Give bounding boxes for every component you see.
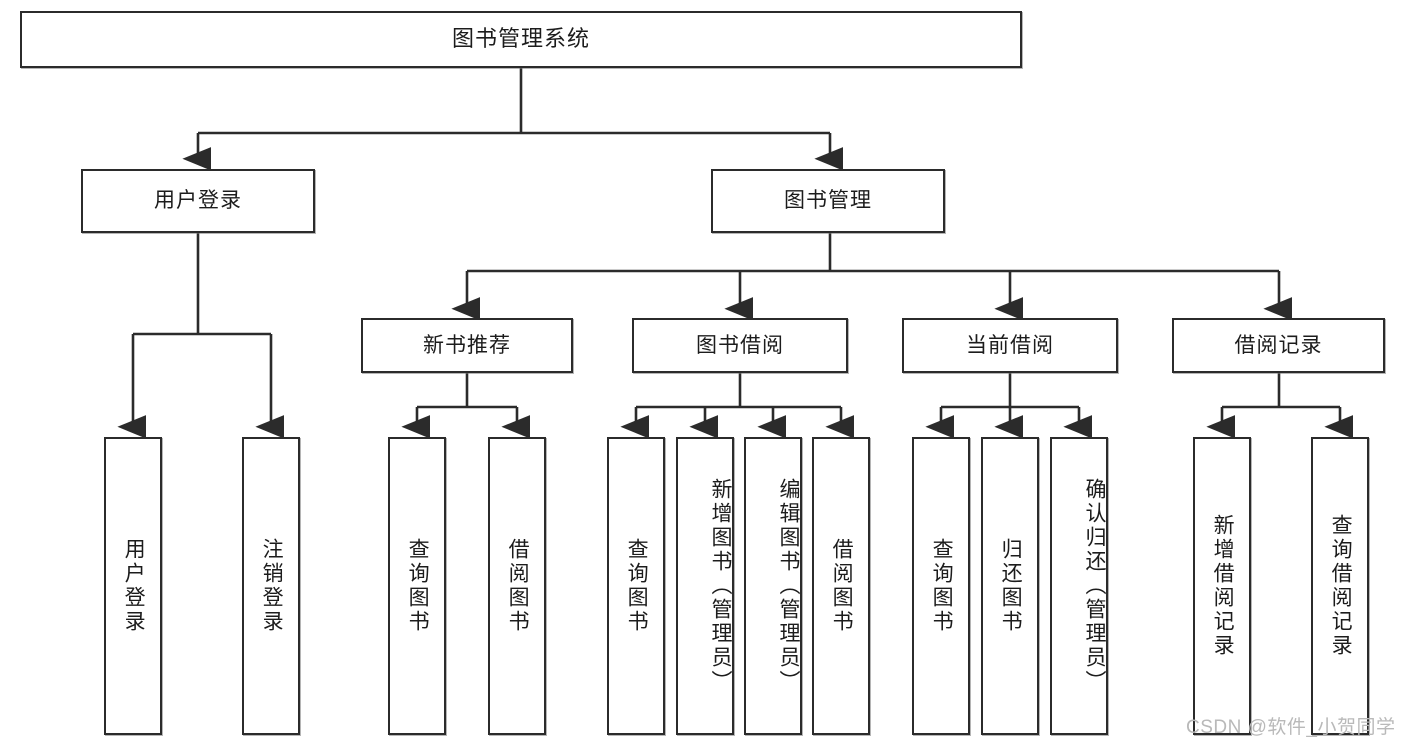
leaf-query-book-borrow[interactable]: 查询图书 [607, 437, 665, 735]
node-label: 确认归还（管理员） [1083, 478, 1106, 694]
node-label: 新增图书（管理员） [709, 478, 732, 694]
node-label: 借阅图书 [830, 538, 854, 634]
leaf-logout[interactable]: 注销登录 [242, 437, 300, 735]
node-label: 借阅图书 [506, 538, 530, 634]
leaf-borrow-book-recommend[interactable]: 借阅图书 [488, 437, 546, 735]
node-label: 用户登录 [154, 189, 242, 213]
leaf-add-borrow-record[interactable]: 新增借阅记录 [1193, 437, 1251, 735]
csdn-watermark: CSDN @软件_小贺同学 [1186, 717, 1396, 738]
leaf-edit-book-admin[interactable]: 编辑图书（管理员） [744, 437, 802, 735]
node-book-borrow[interactable]: 图书借阅 [632, 318, 848, 373]
node-label: 新书推荐 [423, 333, 511, 357]
node-label: 图书管理系统 [451, 26, 590, 52]
node-label: 新增借阅记录 [1211, 514, 1235, 658]
node-label: 图书管理 [784, 189, 872, 213]
node-new-book-recommend[interactable]: 新书推荐 [361, 318, 573, 373]
node-label: 注销登录 [260, 538, 284, 634]
node-label: 当前借阅 [966, 333, 1054, 357]
node-label: 查询图书 [930, 538, 954, 634]
leaf-return-book[interactable]: 归还图书 [981, 437, 1039, 735]
node-label: 用户登录 [122, 538, 146, 634]
node-label: 图书借阅 [696, 333, 784, 357]
node-user-login[interactable]: 用户登录 [81, 169, 315, 233]
node-label: 查询图书 [625, 538, 649, 634]
node-label: 查询图书 [406, 538, 430, 634]
leaf-confirm-return-admin[interactable]: 确认归还（管理员） [1050, 437, 1108, 735]
leaf-borrow-book[interactable]: 借阅图书 [812, 437, 870, 735]
node-label: 查询借阅记录 [1329, 514, 1353, 658]
leaf-query-book-recommend[interactable]: 查询图书 [388, 437, 446, 735]
leaf-query-borrow-record[interactable]: 查询借阅记录 [1311, 437, 1369, 735]
node-root-book-management-system[interactable]: 图书管理系统 [20, 11, 1022, 68]
node-current-borrow[interactable]: 当前借阅 [902, 318, 1118, 373]
node-borrow-records[interactable]: 借阅记录 [1172, 318, 1385, 373]
node-label: 编辑图书（管理员） [777, 478, 800, 694]
node-label: 归还图书 [999, 538, 1023, 634]
node-label: 借阅记录 [1234, 333, 1323, 357]
leaf-add-book-admin[interactable]: 新增图书（管理员） [676, 437, 734, 735]
leaf-query-book-current[interactable]: 查询图书 [912, 437, 970, 735]
leaf-user-login[interactable]: 用户登录 [104, 437, 162, 735]
node-book-management[interactable]: 图书管理 [711, 169, 945, 233]
